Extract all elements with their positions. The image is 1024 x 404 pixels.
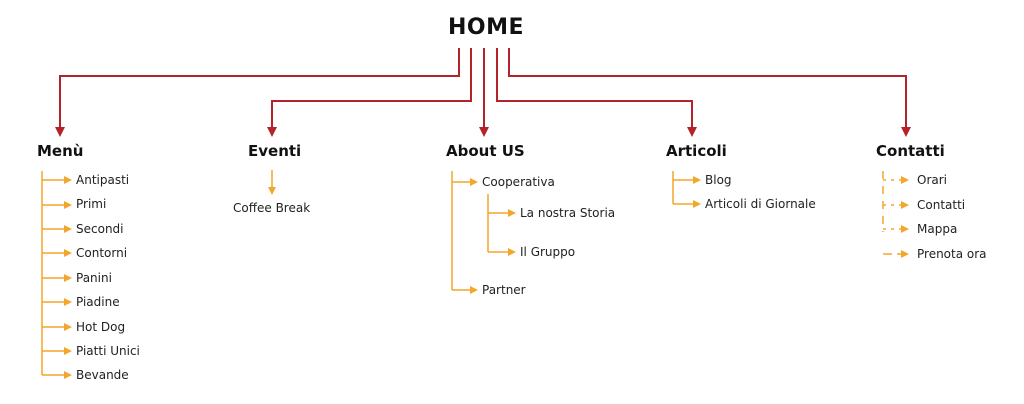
articoli-item-giornale: Articoli di Giornale	[705, 197, 816, 211]
menu-item-hot-dog: Hot Dog	[76, 320, 126, 334]
menu-item-secondi: Secondi	[76, 222, 124, 236]
contatti-item-prenota-ora: Prenota ora	[917, 247, 987, 261]
home-node: HOME	[448, 15, 525, 40]
menu-item-piadine: Piadine	[76, 295, 120, 309]
about-item-il-gruppo: Il Gruppo	[520, 245, 576, 259]
connector-home-contatti	[508, 48, 911, 137]
contatti-item-orari: Orari	[917, 173, 947, 187]
menu-item-bevande: Bevande	[76, 368, 129, 382]
about-item-partner: Partner	[482, 283, 526, 297]
section-menu: Menù	[37, 142, 84, 160]
menu-item-primi: Primi	[76, 197, 107, 211]
connector-home-menu	[55, 48, 460, 137]
connector-home-articoli	[496, 48, 697, 137]
menu-item-panini: Panini	[76, 271, 112, 285]
section-articoli: Articoli	[666, 142, 727, 160]
connector-home-eventi	[267, 48, 472, 137]
menu-item-contorni: Contorni	[76, 246, 128, 260]
section-contatti: Contatti	[876, 142, 945, 160]
section-about: About US	[446, 142, 525, 160]
menu-item-antipasti: Antipasti	[76, 173, 130, 187]
contatti-item-contatti: Contatti	[917, 198, 966, 212]
about-item-cooperativa: Cooperativa	[482, 175, 555, 189]
contatti-item-mappa: Mappa	[917, 222, 958, 236]
articoli-item-blog: Blog	[705, 173, 732, 187]
eventi-item-coffee-break: Coffee Break	[233, 201, 311, 215]
about-item-la-nostra-storia: La nostra Storia	[520, 206, 616, 220]
menu-item-piatti-unici: Piatti Unici	[76, 344, 140, 358]
section-eventi: Eventi	[248, 142, 302, 160]
